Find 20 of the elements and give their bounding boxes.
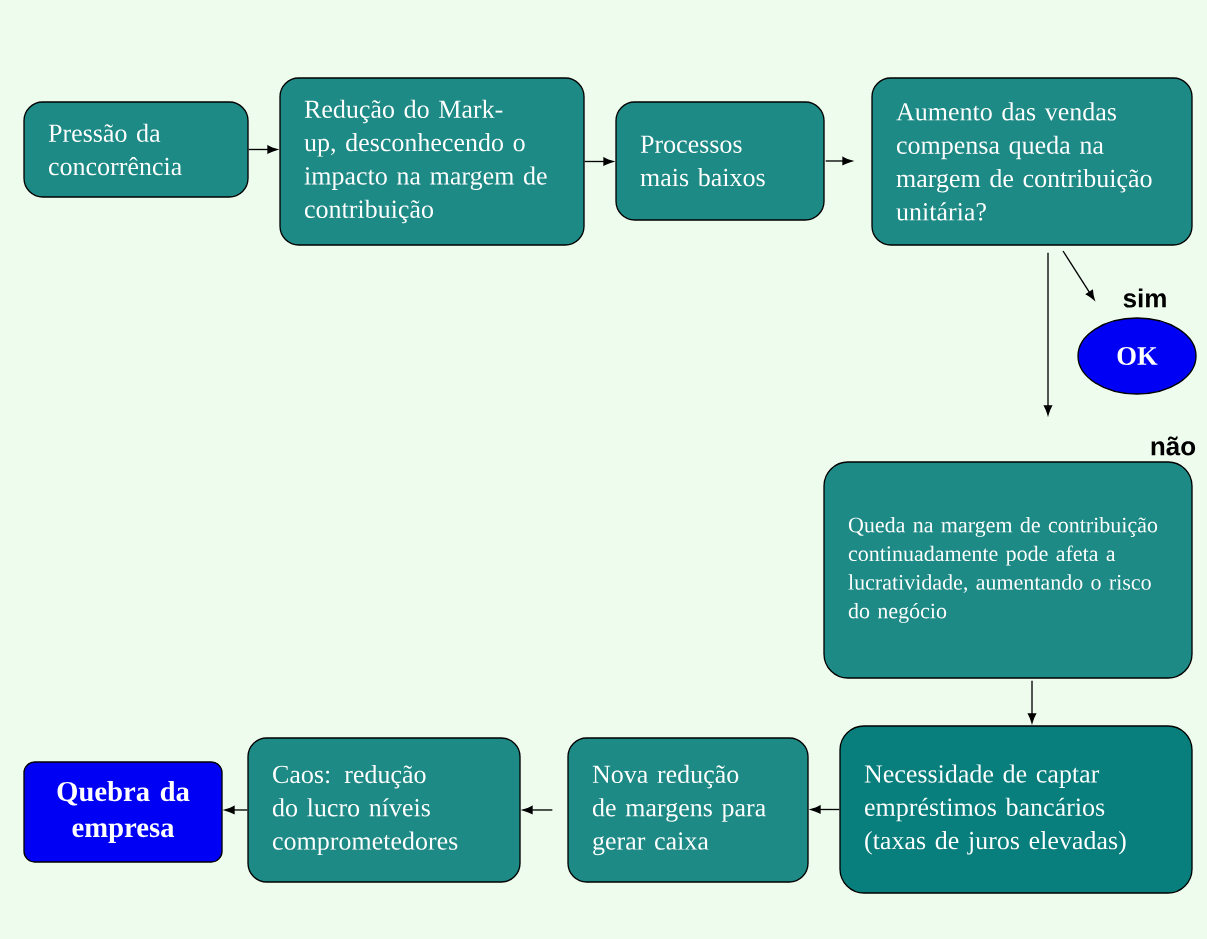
process-box: Processos mais baixos [615,101,825,221]
arrow [248,145,278,154]
arrow [584,157,614,166]
arrow [1027,680,1037,724]
end-box: Quebra da empresa [23,761,223,863]
process-box: Aumento das vendas compensa queda na margem de contribuição unitária? [871,77,1193,246]
arrow [825,156,853,166]
edge-label: sim [1123,288,1166,308]
arrow [224,805,248,815]
arrow [522,805,553,815]
arrow [1062,250,1095,301]
process-box: Necessidade de captar empréstimos bancários (taxas de juros elevadas) [839,725,1193,894]
process-box: Caos: redução do lucro níveis comprometedores [247,737,521,883]
process-box: Redução do Mark-up, desconhecendo o impacto na margem de contribuição [279,77,585,246]
arrow [1043,252,1053,416]
arrow [810,805,840,814]
edge-label: não [1151,436,1196,456]
process-box: Queda na margem de contribuição continuadamente pode afeta a lucratividade, aumentando o risco do negócio [823,461,1193,679]
process-box: Nova redução de margens para gerar caixa [567,737,809,883]
process-box: Pressão da concorrência [23,101,249,198]
